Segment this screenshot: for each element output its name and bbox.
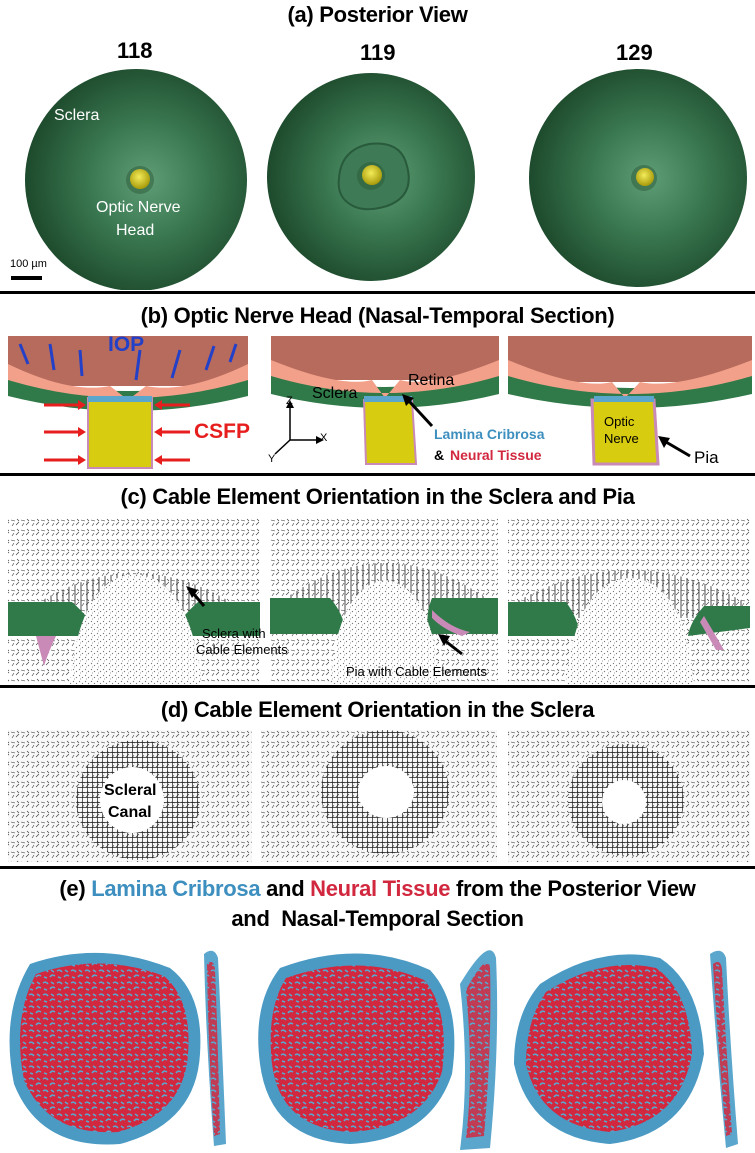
axis-x: X bbox=[320, 432, 328, 444]
onh-section-119 bbox=[271, 336, 499, 465]
label-onh-line1: Optic Nerve bbox=[96, 199, 181, 216]
lamina-129-section bbox=[710, 950, 738, 1148]
label-sclera-b: Sclera bbox=[312, 385, 358, 402]
separator-d-e bbox=[0, 866, 755, 869]
panel-a-eyes bbox=[11, 69, 747, 290]
sclera-canal-118 bbox=[8, 730, 252, 862]
panel-e-title-line1: (e) Lamina Cribrosa and Neural Tissue fr… bbox=[0, 876, 755, 902]
label-retina: Retina bbox=[408, 372, 455, 389]
sclera-canal-119 bbox=[261, 730, 497, 862]
cable-view-129 bbox=[508, 518, 750, 684]
lamina-119-section bbox=[460, 950, 498, 1150]
separator-a-b bbox=[0, 291, 755, 294]
eye-118-globe bbox=[25, 69, 247, 290]
label-pia: Pia bbox=[694, 448, 719, 467]
label-onh-line2: Head bbox=[116, 222, 155, 239]
cable-view-119 bbox=[270, 518, 498, 684]
panel-c-title: (c) Cable Element Orientation in the Scl… bbox=[120, 484, 635, 509]
eye-119-onh bbox=[362, 165, 382, 185]
panel-e-title-lamina: Lamina Cribrosa bbox=[91, 876, 261, 901]
label-canal-line1: Scleral bbox=[104, 782, 157, 799]
onh-section-129 bbox=[508, 336, 752, 466]
panel-b-sections bbox=[8, 336, 752, 469]
panel-b-title: (b) Optic Nerve Head (Nasal-Temporal Sec… bbox=[140, 303, 615, 328]
panel-e-title-line2: and Nasal-Temporal Section bbox=[231, 906, 524, 931]
panel-e-title-prefix: (e) bbox=[59, 876, 92, 901]
eye-id-129: 129 bbox=[616, 40, 653, 65]
eye-129-onh bbox=[636, 168, 654, 186]
axis-y: Y bbox=[268, 453, 276, 465]
cable-view-118 bbox=[8, 518, 260, 684]
panel-e-title-neural: Neural Tissue bbox=[310, 876, 451, 901]
label-sclera-cable-line1: Sclera with bbox=[202, 626, 266, 641]
label-lamina: Lamina Cribrosa bbox=[434, 426, 545, 442]
eye-118-onh bbox=[130, 169, 150, 189]
panel-d-title: (d) Cable Element Orientation in the Scl… bbox=[160, 697, 595, 722]
label-sclera: Sclera bbox=[54, 107, 100, 124]
label-optic-line2: Nerve bbox=[604, 431, 639, 446]
panel-d-cables bbox=[8, 730, 750, 862]
onh-section-118 bbox=[8, 336, 248, 469]
label-pia-cable: Pia with Cable Elements bbox=[346, 664, 487, 679]
label-neural: Neural Tissue bbox=[450, 447, 542, 463]
scale-bar-label: 100 µm bbox=[10, 258, 47, 270]
label-amp: & bbox=[434, 447, 445, 463]
lamina-118-posterior bbox=[9, 952, 201, 1145]
label-iop: IOP bbox=[108, 333, 145, 356]
eye-119-globe bbox=[267, 73, 475, 281]
axis-z: Z bbox=[286, 395, 293, 407]
label-csfp: CSFP bbox=[194, 420, 251, 443]
eye-id-119: 119 bbox=[360, 40, 396, 65]
label-sclera-cable-line2: Cable Elements bbox=[196, 642, 288, 657]
label-canal-line2: Canal bbox=[108, 804, 152, 821]
separator-b-c bbox=[0, 473, 755, 476]
panel-e-lamina bbox=[9, 950, 738, 1150]
lamina-129-posterior bbox=[514, 954, 704, 1144]
lamina-118-section bbox=[204, 950, 226, 1146]
panel-c-cables bbox=[8, 518, 750, 684]
scale-bar-line bbox=[11, 276, 42, 280]
lamina-119-posterior bbox=[258, 953, 455, 1144]
eye-id-118: 118 bbox=[117, 38, 153, 63]
separator-c-d bbox=[0, 685, 755, 688]
panel-a-title: (a) Posterior View bbox=[287, 2, 468, 27]
eye-129-globe bbox=[529, 69, 747, 287]
label-optic-line1: Optic bbox=[604, 414, 635, 429]
panel-e-title-and: and bbox=[260, 876, 311, 901]
sclera-canal-129 bbox=[508, 730, 750, 862]
panel-e-title-rest: from the Posterior View bbox=[450, 876, 696, 901]
